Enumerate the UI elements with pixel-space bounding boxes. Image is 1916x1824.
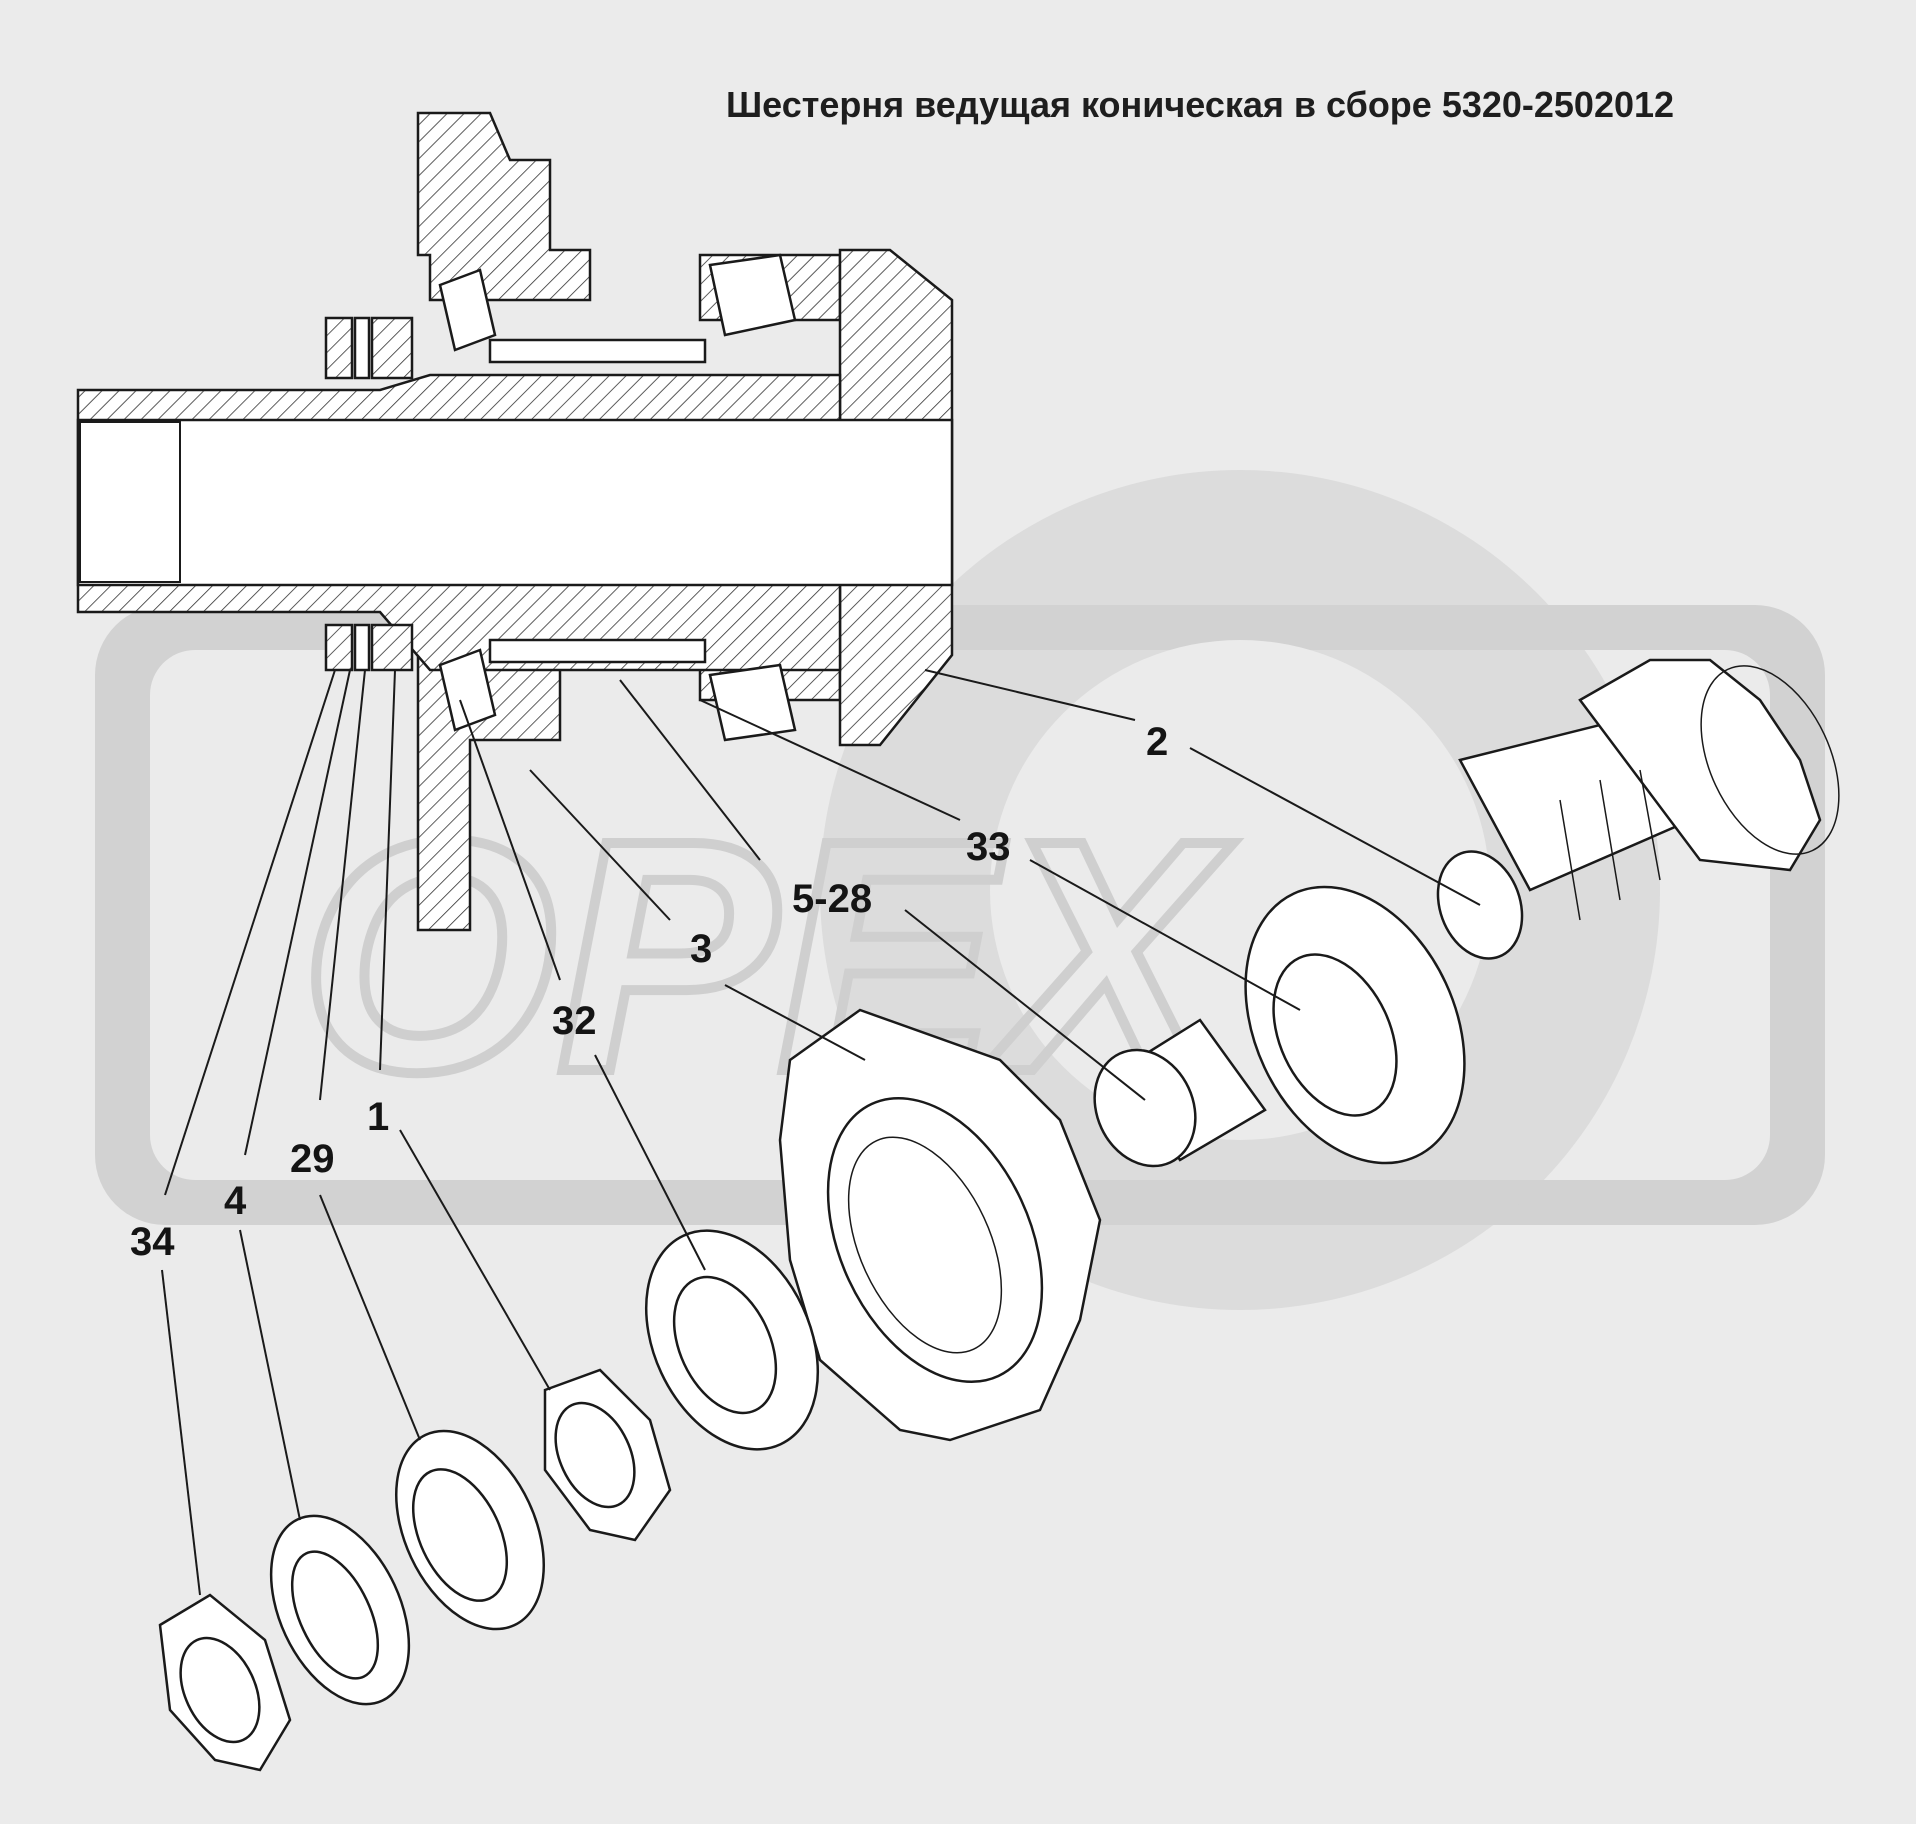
callout-label-4: 4 (224, 1179, 247, 1223)
callout-label-29: 29 (290, 1137, 335, 1181)
callout-label-33: 33 (966, 825, 1011, 869)
callout-label-2: 2 (1146, 720, 1168, 764)
callout-label-3: 3 (690, 927, 712, 971)
bearing-part-33 (1244, 885, 1466, 1165)
washer-part-4 (269, 1514, 411, 1706)
callout-label-5-28: 5-28 (792, 877, 872, 921)
nut-part-1 (543, 1368, 672, 1542)
lock-washer-part-29 (394, 1429, 546, 1631)
cross-section-view (76, 111, 954, 932)
callout-label-34: 34 (130, 1220, 175, 1264)
callout-label-32: 32 (552, 999, 597, 1043)
diagram-title: Шестерня ведущая коническая в сборе 5320… (726, 84, 1674, 125)
nut-part-34 (158, 1593, 292, 1772)
bearing-part-32 (644, 1229, 820, 1451)
leader-lines (161, 669, 1481, 1596)
drive-pinion-part-2 (1436, 658, 1840, 960)
callout-labels: 2 33 5-28 3 32 1 29 4 34 (130, 720, 1168, 1264)
bearing-housing-part-3 (778, 1008, 1102, 1442)
callout-label-1: 1 (367, 1095, 389, 1139)
